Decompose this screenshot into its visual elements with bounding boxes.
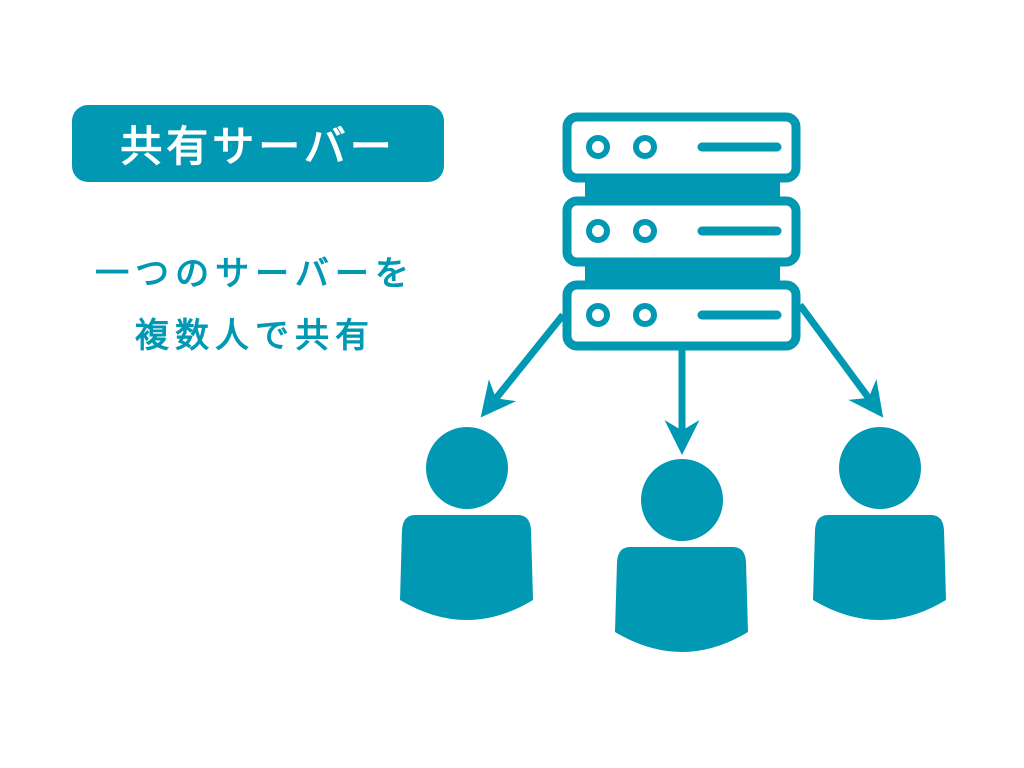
server-icon — [562, 112, 801, 351]
user-icon-center — [615, 459, 748, 652]
user-icon-right — [813, 427, 946, 620]
arrow-icon-right — [797, 302, 884, 418]
title-badge: 共有サーバー — [72, 105, 444, 182]
arrow-icon-left — [480, 312, 566, 418]
user-icon-left — [400, 427, 533, 620]
title-text: 共有サーバー — [120, 122, 396, 171]
description-line-2: 複数人で共有 — [135, 316, 375, 356]
description-line-1: 一つのサーバーを — [95, 254, 415, 294]
